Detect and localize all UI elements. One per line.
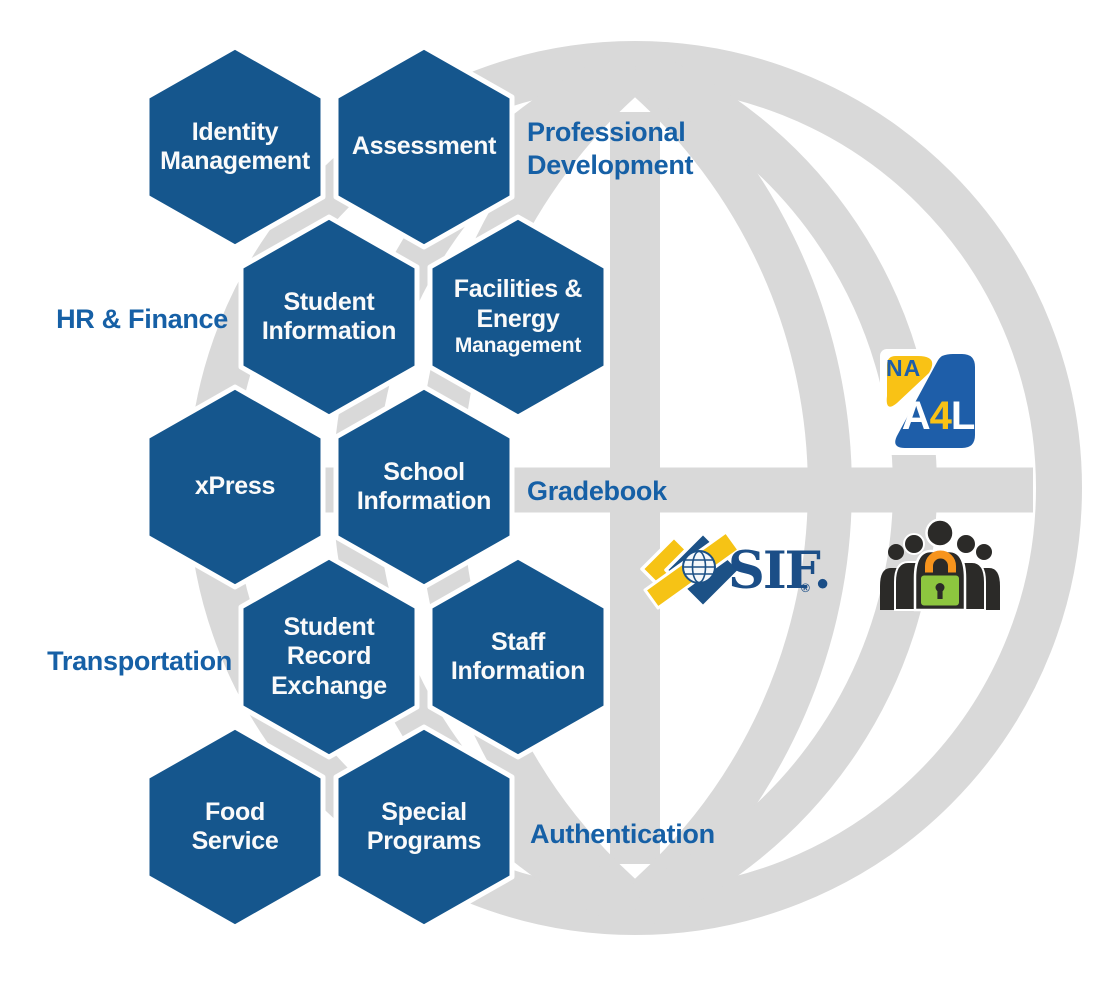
globe-icon [682,550,716,584]
label-gradebook: Gradebook [527,476,667,506]
a4l-blue-shape [895,354,975,448]
label-hr-finance: HR & Finance [56,304,228,334]
hexagon-student-record-exchange [238,554,420,760]
hexagon-xpress [144,384,326,590]
padlock-shackle [925,550,956,576]
hexagon-identity-management [144,44,326,250]
a4l-letter-a: A [901,394,931,438]
hexagon-staff-information [427,554,609,760]
label-authentication: Authentication [530,819,715,849]
a4l-yellow-shape [886,356,933,407]
sif-registered-trademark: ® [801,581,810,595]
hexagon-school-information [333,384,515,590]
label-professional-development: Professional Development [527,117,694,180]
hexagon-facilities-energy-management [427,214,609,420]
label-transportation: Transportation [47,646,232,676]
padlock-icon [918,550,962,609]
hexagon-student-information [238,214,420,420]
people-silhouettes [880,518,1000,612]
hexagon-assessment [333,44,515,250]
a4l-region-badge: NA [886,355,922,381]
sif-wordmark: SIF. [728,541,832,601]
padlock-keyhole-stem [937,588,943,599]
a4l-letter-l: L [950,394,975,438]
hexagon-food-service [144,724,326,930]
a4l-wordmark: A4L [896,394,980,439]
a4l-letter-4: 4 [929,394,952,438]
hexagon-special-programs [333,724,515,930]
